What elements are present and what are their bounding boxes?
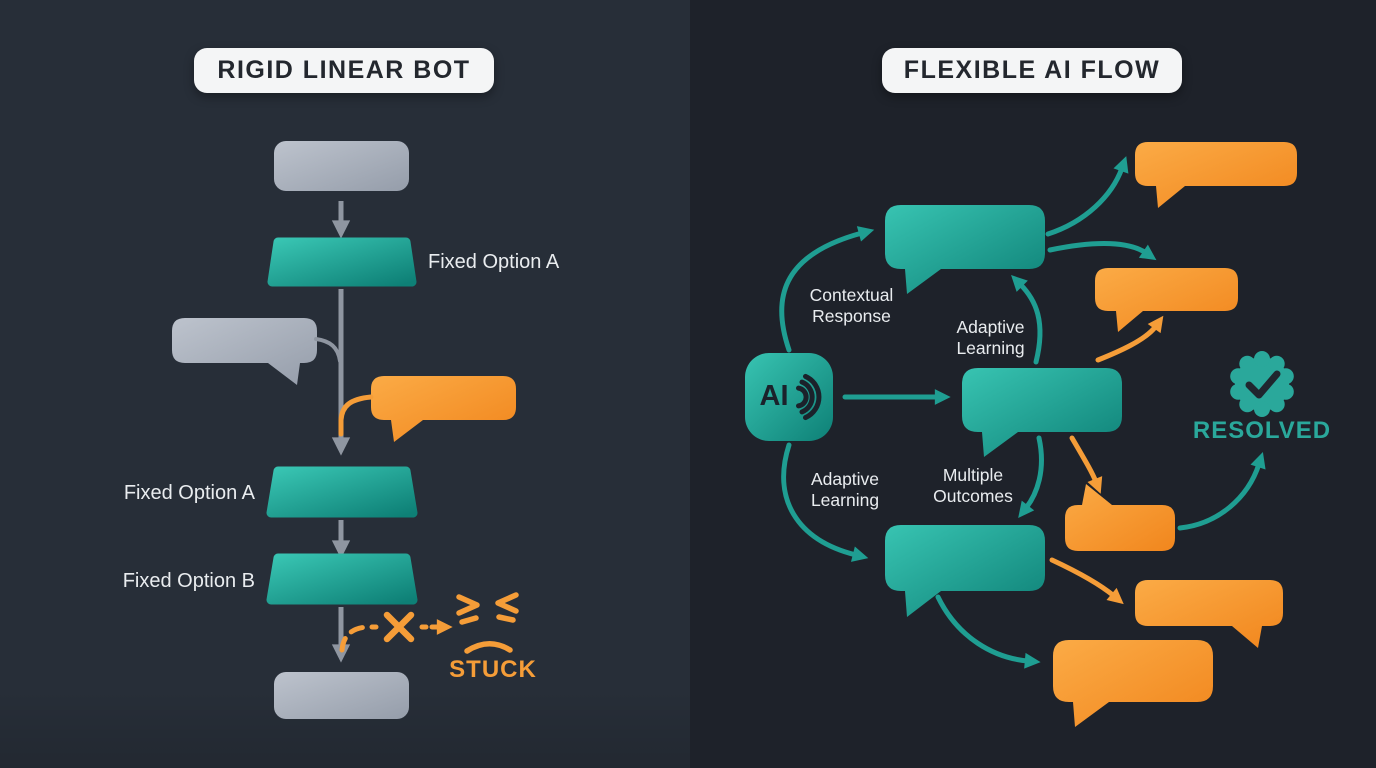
fixed-option-a-node-top	[267, 237, 417, 287]
ai-flow-arrows	[779, 156, 1266, 669]
orange-bubble-connector	[338, 394, 374, 437]
arrow-down-to-bubble4	[1049, 557, 1124, 605]
arrow-adaptive-learning-up	[1011, 275, 1043, 365]
blocked-x-icon	[383, 611, 415, 643]
bot-bubble-middle	[962, 368, 1122, 457]
adaptive-learning-label-bottom: Adaptive Learning	[810, 469, 880, 510]
user-bubble-3	[1065, 484, 1175, 551]
fixed-option-b-node	[266, 553, 418, 605]
user-bubble-4	[1135, 580, 1283, 648]
arrow-bottom-to-bubble5	[935, 594, 1041, 669]
bot-bubble-top	[885, 205, 1045, 294]
stuck-label: STUCK	[449, 656, 537, 683]
multiple-outcomes-label: Multiple Outcomes	[933, 465, 1013, 506]
sound-waves-icon	[796, 373, 822, 421]
fixed-option-b-label-left: Fixed Option B	[122, 570, 255, 592]
resolved-badge-icon	[1230, 351, 1294, 417]
frustrated-face-icon	[456, 592, 519, 654]
fixed-option-a-label-right: Fixed Option A	[428, 251, 560, 273]
user-message-bubble-gray	[172, 318, 317, 385]
adaptive-learning-label-top: Adaptive Learning	[956, 317, 1025, 358]
arrow-to-resolved	[1177, 451, 1266, 531]
arrow-multiple-outcomes	[1018, 435, 1044, 518]
ai-voice-icon	[745, 353, 833, 441]
end-node	[274, 672, 409, 719]
resolved-label: RESOLVED	[1192, 417, 1332, 444]
right-panel-title: FLEXIBLE AI FLOW	[882, 48, 1182, 93]
user-bubble-1	[1135, 142, 1297, 208]
user-bubble-5	[1053, 640, 1213, 727]
arrow-down-to-bubble3	[1069, 435, 1103, 494]
arrow-adaptive-learning-down	[781, 442, 869, 562]
start-node	[274, 141, 409, 191]
stuck-branch-arrow	[339, 611, 453, 653]
bot-bubble-bottom	[885, 525, 1045, 617]
fixed-option-a-node	[266, 466, 418, 518]
checkmark-icon	[1245, 370, 1281, 399]
arrow-contextual-response	[779, 226, 875, 353]
arrow-top-to-bubble2	[1047, 241, 1157, 261]
gray-bubble-connector	[314, 337, 342, 363]
contextual-response-label: Contextual Response	[809, 285, 894, 326]
user-bubble-2	[1095, 268, 1238, 332]
user-flow-arrows	[1049, 315, 1164, 605]
arrow-up-to-bubble2	[1095, 315, 1164, 363]
left-panel-title: RIGID LINEAR BOT	[194, 48, 494, 93]
arrow-top-to-bubble1	[1045, 156, 1129, 237]
fixed-option-a-label-left: Fixed Option A	[123, 482, 255, 504]
user-message-bubble-orange	[371, 376, 516, 442]
ai-label: AI	[759, 380, 789, 412]
